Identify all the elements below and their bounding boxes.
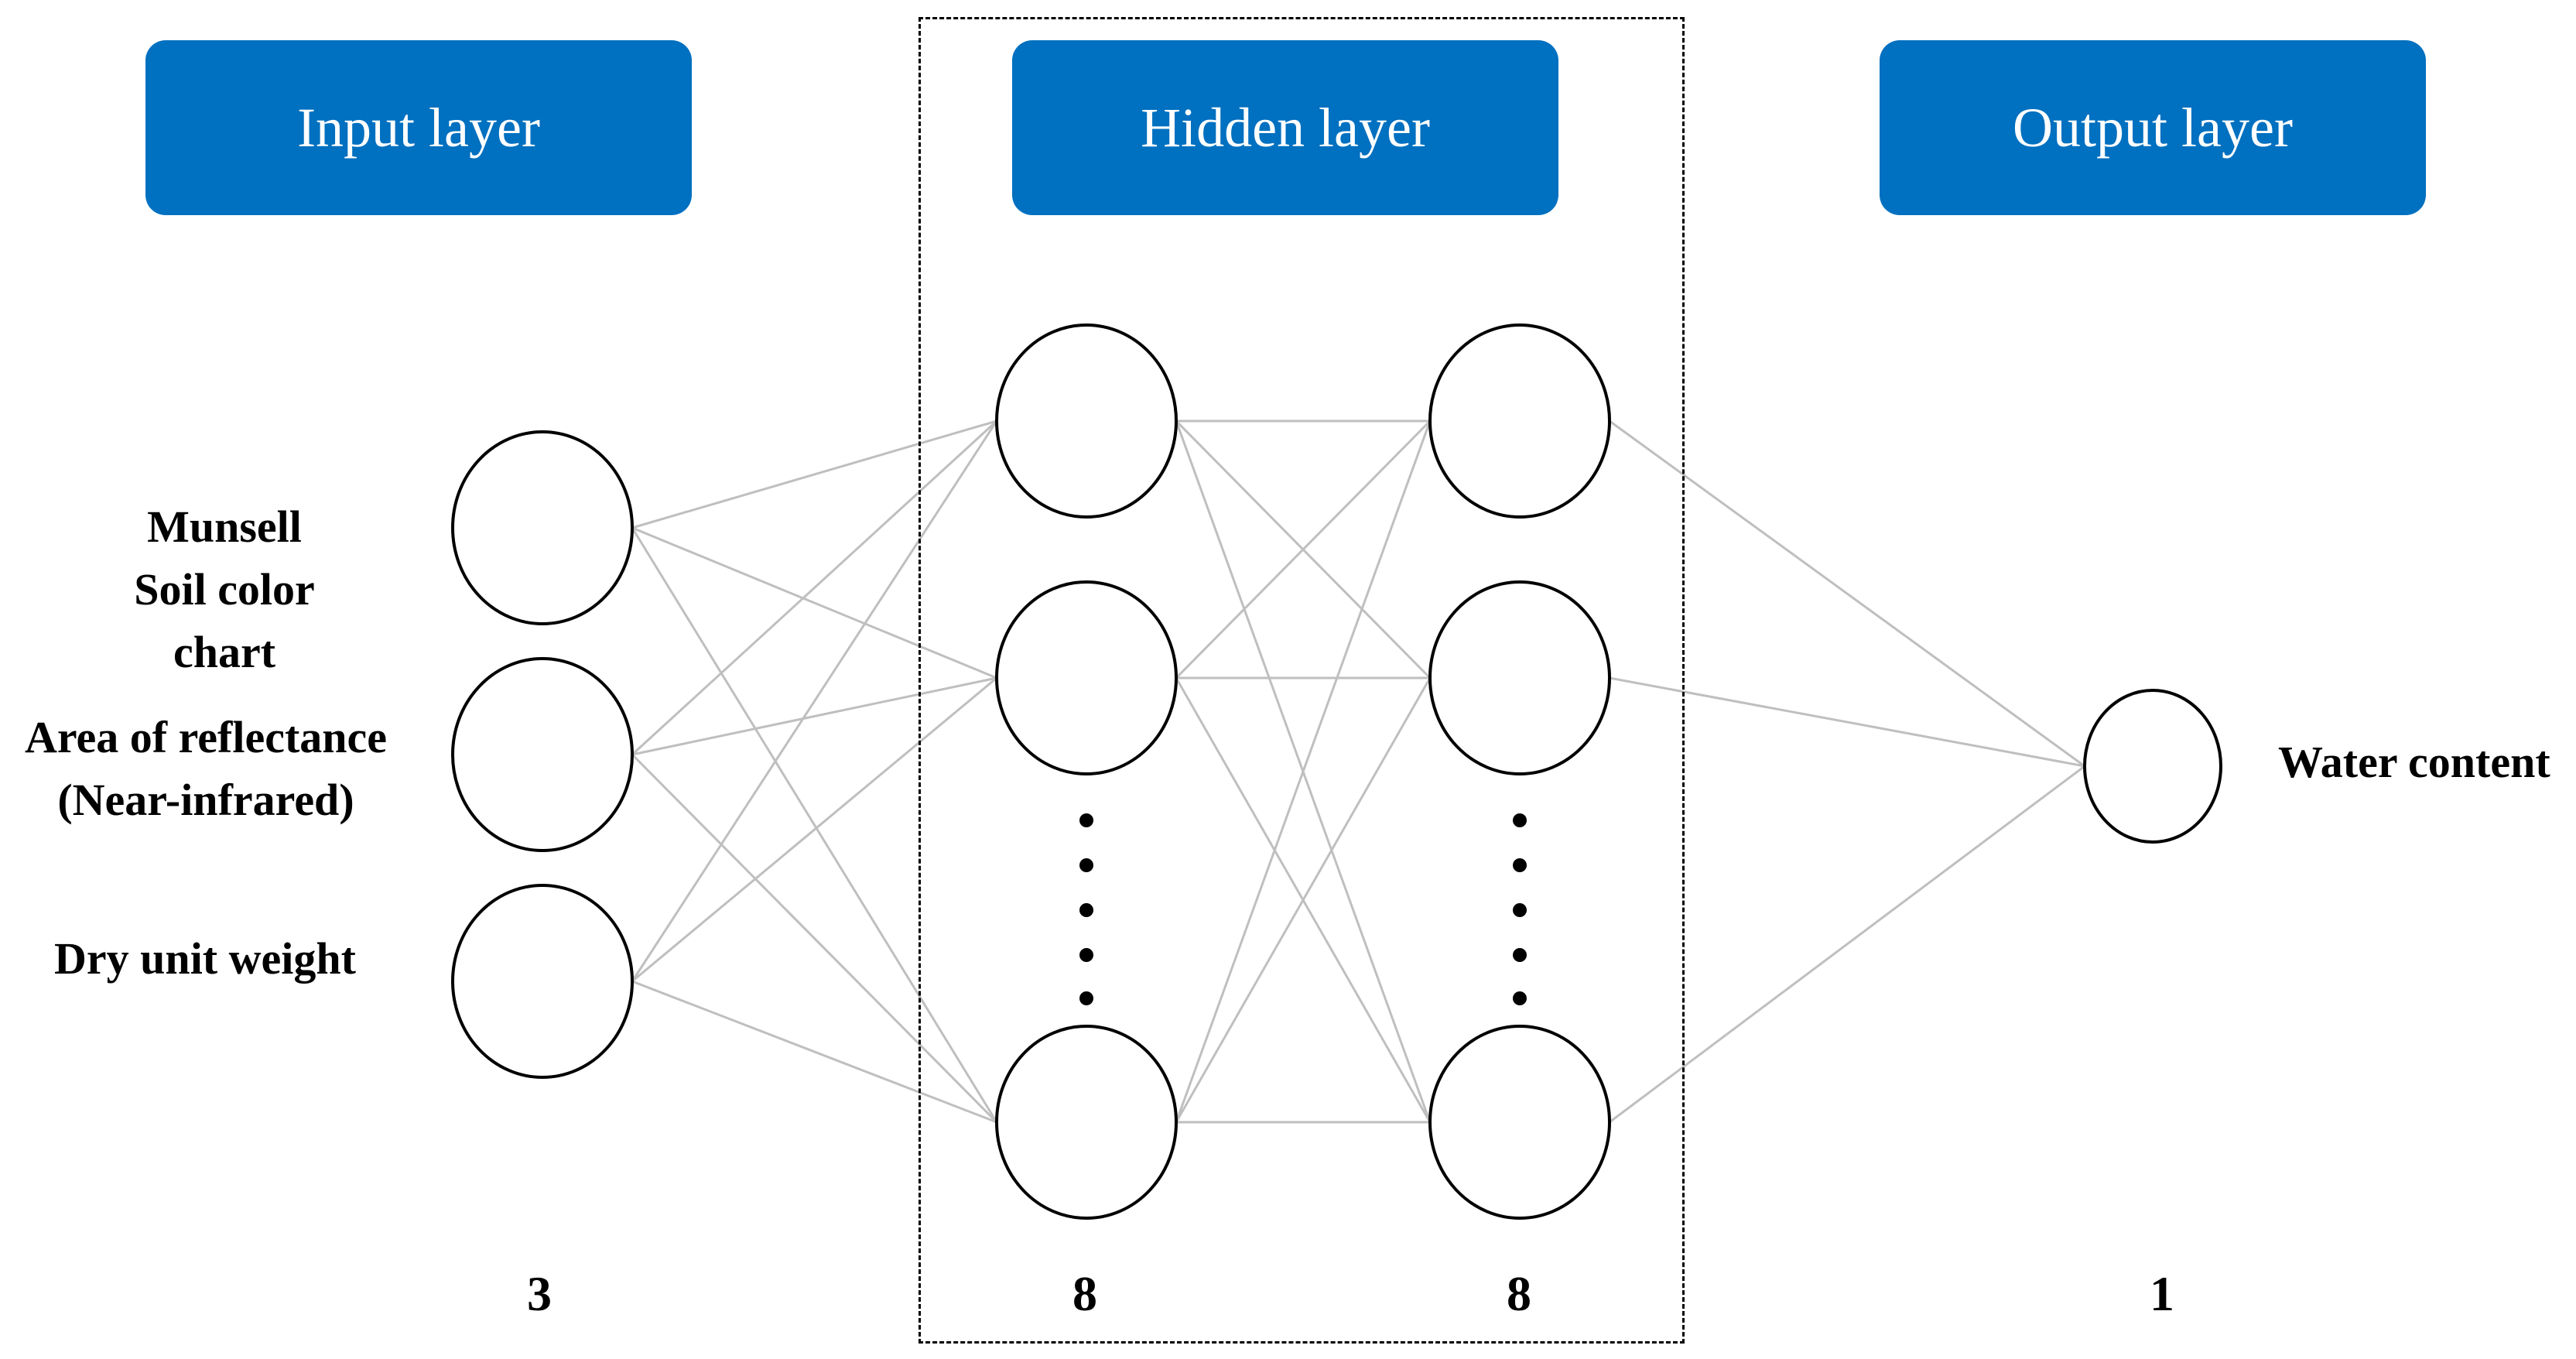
input-label-munsell-line1: Munsell xyxy=(147,501,302,552)
edge-input-0-hidden1-2 xyxy=(631,527,998,1123)
output-layer-count: 1 xyxy=(2150,1266,2174,1321)
node-input-1 xyxy=(451,657,634,852)
edge-input-2-hidden1-0 xyxy=(631,420,998,982)
input-layer-count: 3 xyxy=(527,1266,552,1321)
ellipsis-dot-hidden1-4 xyxy=(1079,991,1093,1005)
hidden-layer-title: Hidden layer xyxy=(1141,97,1430,159)
ellipsis-dot-hidden2-2 xyxy=(1513,903,1527,917)
edge-hidden1-2-hidden2-1 xyxy=(1175,677,1432,1123)
hidden-layer-2-count: 8 xyxy=(1507,1266,1531,1321)
input-layer-title: Input layer xyxy=(297,97,540,159)
edge-input-2-hidden1-1 xyxy=(631,676,997,983)
input-label-dry-unit-weight: Dry unit weight xyxy=(54,933,356,984)
input-label-munsell-line3: chart xyxy=(173,627,276,677)
hidden-layer-1-count: 8 xyxy=(1072,1266,1097,1321)
edge-hidden1-2-hidden2-0 xyxy=(1175,420,1432,1123)
ellipsis-dot-hidden2-3 xyxy=(1513,948,1527,962)
node-hidden1-2 xyxy=(995,1025,1178,1220)
input-label-reflectance-line2: (Near-infrared) xyxy=(57,775,354,825)
hidden-layer-frame xyxy=(919,17,1685,1344)
ellipsis-dot-hidden1-2 xyxy=(1079,903,1093,917)
output-layer-title: Output layer xyxy=(2013,97,2293,159)
edge-hidden2-0-output-0 xyxy=(1609,419,2085,768)
edge-input-2-hidden1-2 xyxy=(631,980,997,1124)
node-input-2 xyxy=(451,884,634,1079)
output-label-water-content: Water content xyxy=(2278,737,2550,787)
edge-hidden1-1-hidden2-0 xyxy=(1175,419,1432,680)
hidden-layer-box: Hidden layer xyxy=(1012,40,1558,215)
input-label-reflectance-line1: Area of reflectance xyxy=(24,712,388,762)
ellipsis-dot-hidden2-1 xyxy=(1513,858,1527,872)
node-output-0 xyxy=(2083,689,2222,844)
ellipsis-dot-hidden1-1 xyxy=(1079,858,1093,872)
output-layer-box: Output layer xyxy=(1880,40,2426,215)
edge-input-0-hidden1-1 xyxy=(631,526,997,680)
edge-input-1-hidden1-1 xyxy=(631,676,997,756)
input-label-munsell-line2: Soil color xyxy=(134,564,315,614)
edge-hidden2-2-output-0 xyxy=(1609,765,2085,1124)
input-layer-box: Input layer xyxy=(145,40,692,215)
ellipsis-dot-hidden2-0 xyxy=(1513,813,1527,827)
ellipsis-dot-hidden1-0 xyxy=(1079,813,1093,827)
edge-input-0-hidden1-0 xyxy=(631,419,997,529)
node-hidden2-2 xyxy=(1428,1025,1611,1220)
node-hidden1-1 xyxy=(995,580,1178,775)
edge-input-1-hidden1-0 xyxy=(631,419,998,756)
node-hidden2-0 xyxy=(1428,323,1611,519)
node-input-0 xyxy=(451,430,634,625)
node-hidden2-1 xyxy=(1428,580,1611,775)
edge-hidden2-1-output-0 xyxy=(1609,676,2085,768)
ellipsis-dot-hidden1-3 xyxy=(1079,948,1093,962)
node-hidden1-0 xyxy=(995,323,1178,519)
edge-input-1-hidden1-2 xyxy=(631,753,998,1124)
ellipsis-dot-hidden2-4 xyxy=(1513,991,1527,1005)
